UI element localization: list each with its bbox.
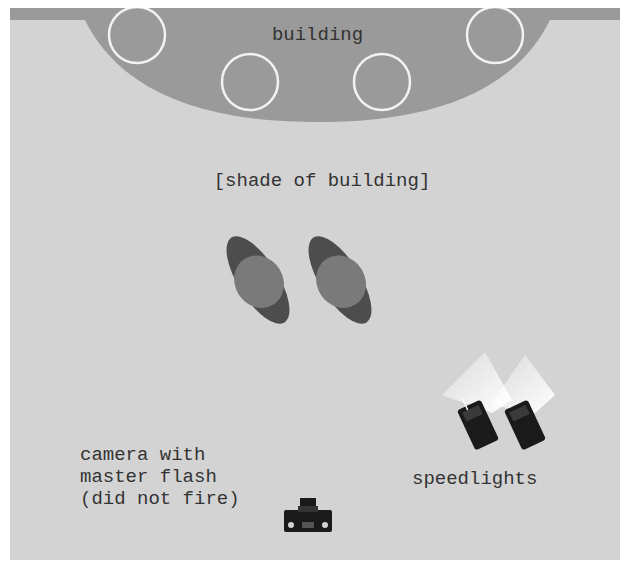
annotation: camera with master flash (did not fire) xyxy=(80,444,255,510)
camera-icon xyxy=(284,498,332,532)
subject xyxy=(211,225,305,335)
annotation: [shade of building] xyxy=(192,170,452,192)
speedlight xyxy=(490,355,555,450)
annotation: speedlights xyxy=(412,468,562,490)
column xyxy=(354,54,410,110)
subject xyxy=(293,225,387,335)
column xyxy=(222,54,278,110)
column xyxy=(109,8,165,63)
ground xyxy=(10,8,620,560)
building: building xyxy=(85,8,550,122)
node-label: building xyxy=(85,24,550,46)
building-outline xyxy=(85,8,550,122)
column xyxy=(467,8,523,63)
